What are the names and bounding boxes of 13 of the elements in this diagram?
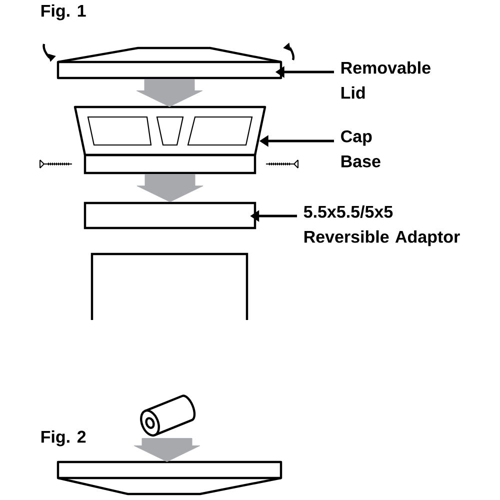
arrow [134,438,200,462]
lid-drawing [56,460,282,496]
cap-drawing [74,106,266,174]
adaptor-drawing [84,202,256,230]
arrow [136,174,204,202]
battery-drawing [140,394,196,437]
part-label: Cap Base [341,130,380,168]
figure-label: Fig. 1 [41,4,86,20]
part-label: 5.5x5.5/5x5 Reversible Adaptor [304,205,460,246]
arrow [136,79,203,107]
part-label: Removable Lid [341,61,430,99]
lid-drawing [56,46,282,80]
figure-label: Fig. 2 [41,430,86,446]
